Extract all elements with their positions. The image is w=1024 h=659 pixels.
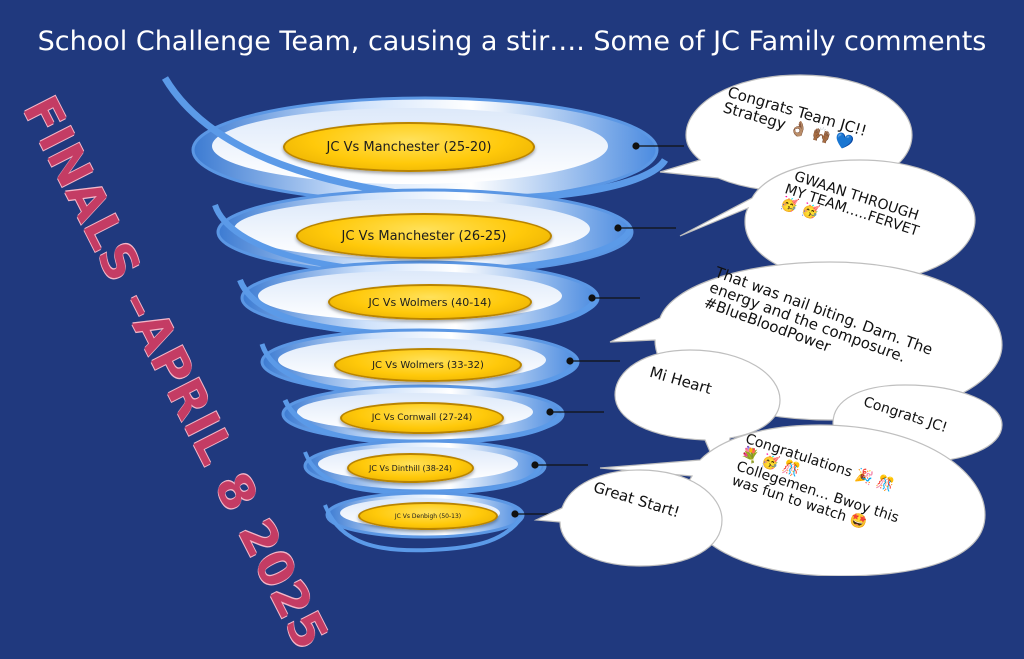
match-pill: JC Vs Manchester (26-25) (296, 213, 552, 259)
match-pill: JC Vs Dinthill (38-24) (347, 453, 474, 483)
slide-title: School Challenge Team, causing a stir…. … (37, 26, 987, 57)
connector-lines (511, 142, 684, 518)
match-pill: JC Vs Wolmers (33-32) (334, 348, 522, 382)
match-pill: JC Vs Denbigh (50-13) (358, 502, 498, 530)
bubble-7 (533, 469, 723, 567)
match-pill: JC Vs Manchester (25-20) (283, 122, 535, 172)
match-pill: JC Vs Wolmers (40-14) (328, 284, 532, 320)
match-pill: JC Vs Cornwall (27-24) (340, 402, 504, 434)
bubble-6 (599, 424, 986, 576)
slide: School Challenge Team, causing a stir…. … (11, 26, 1003, 659)
speech-bubbles (533, 74, 1003, 576)
